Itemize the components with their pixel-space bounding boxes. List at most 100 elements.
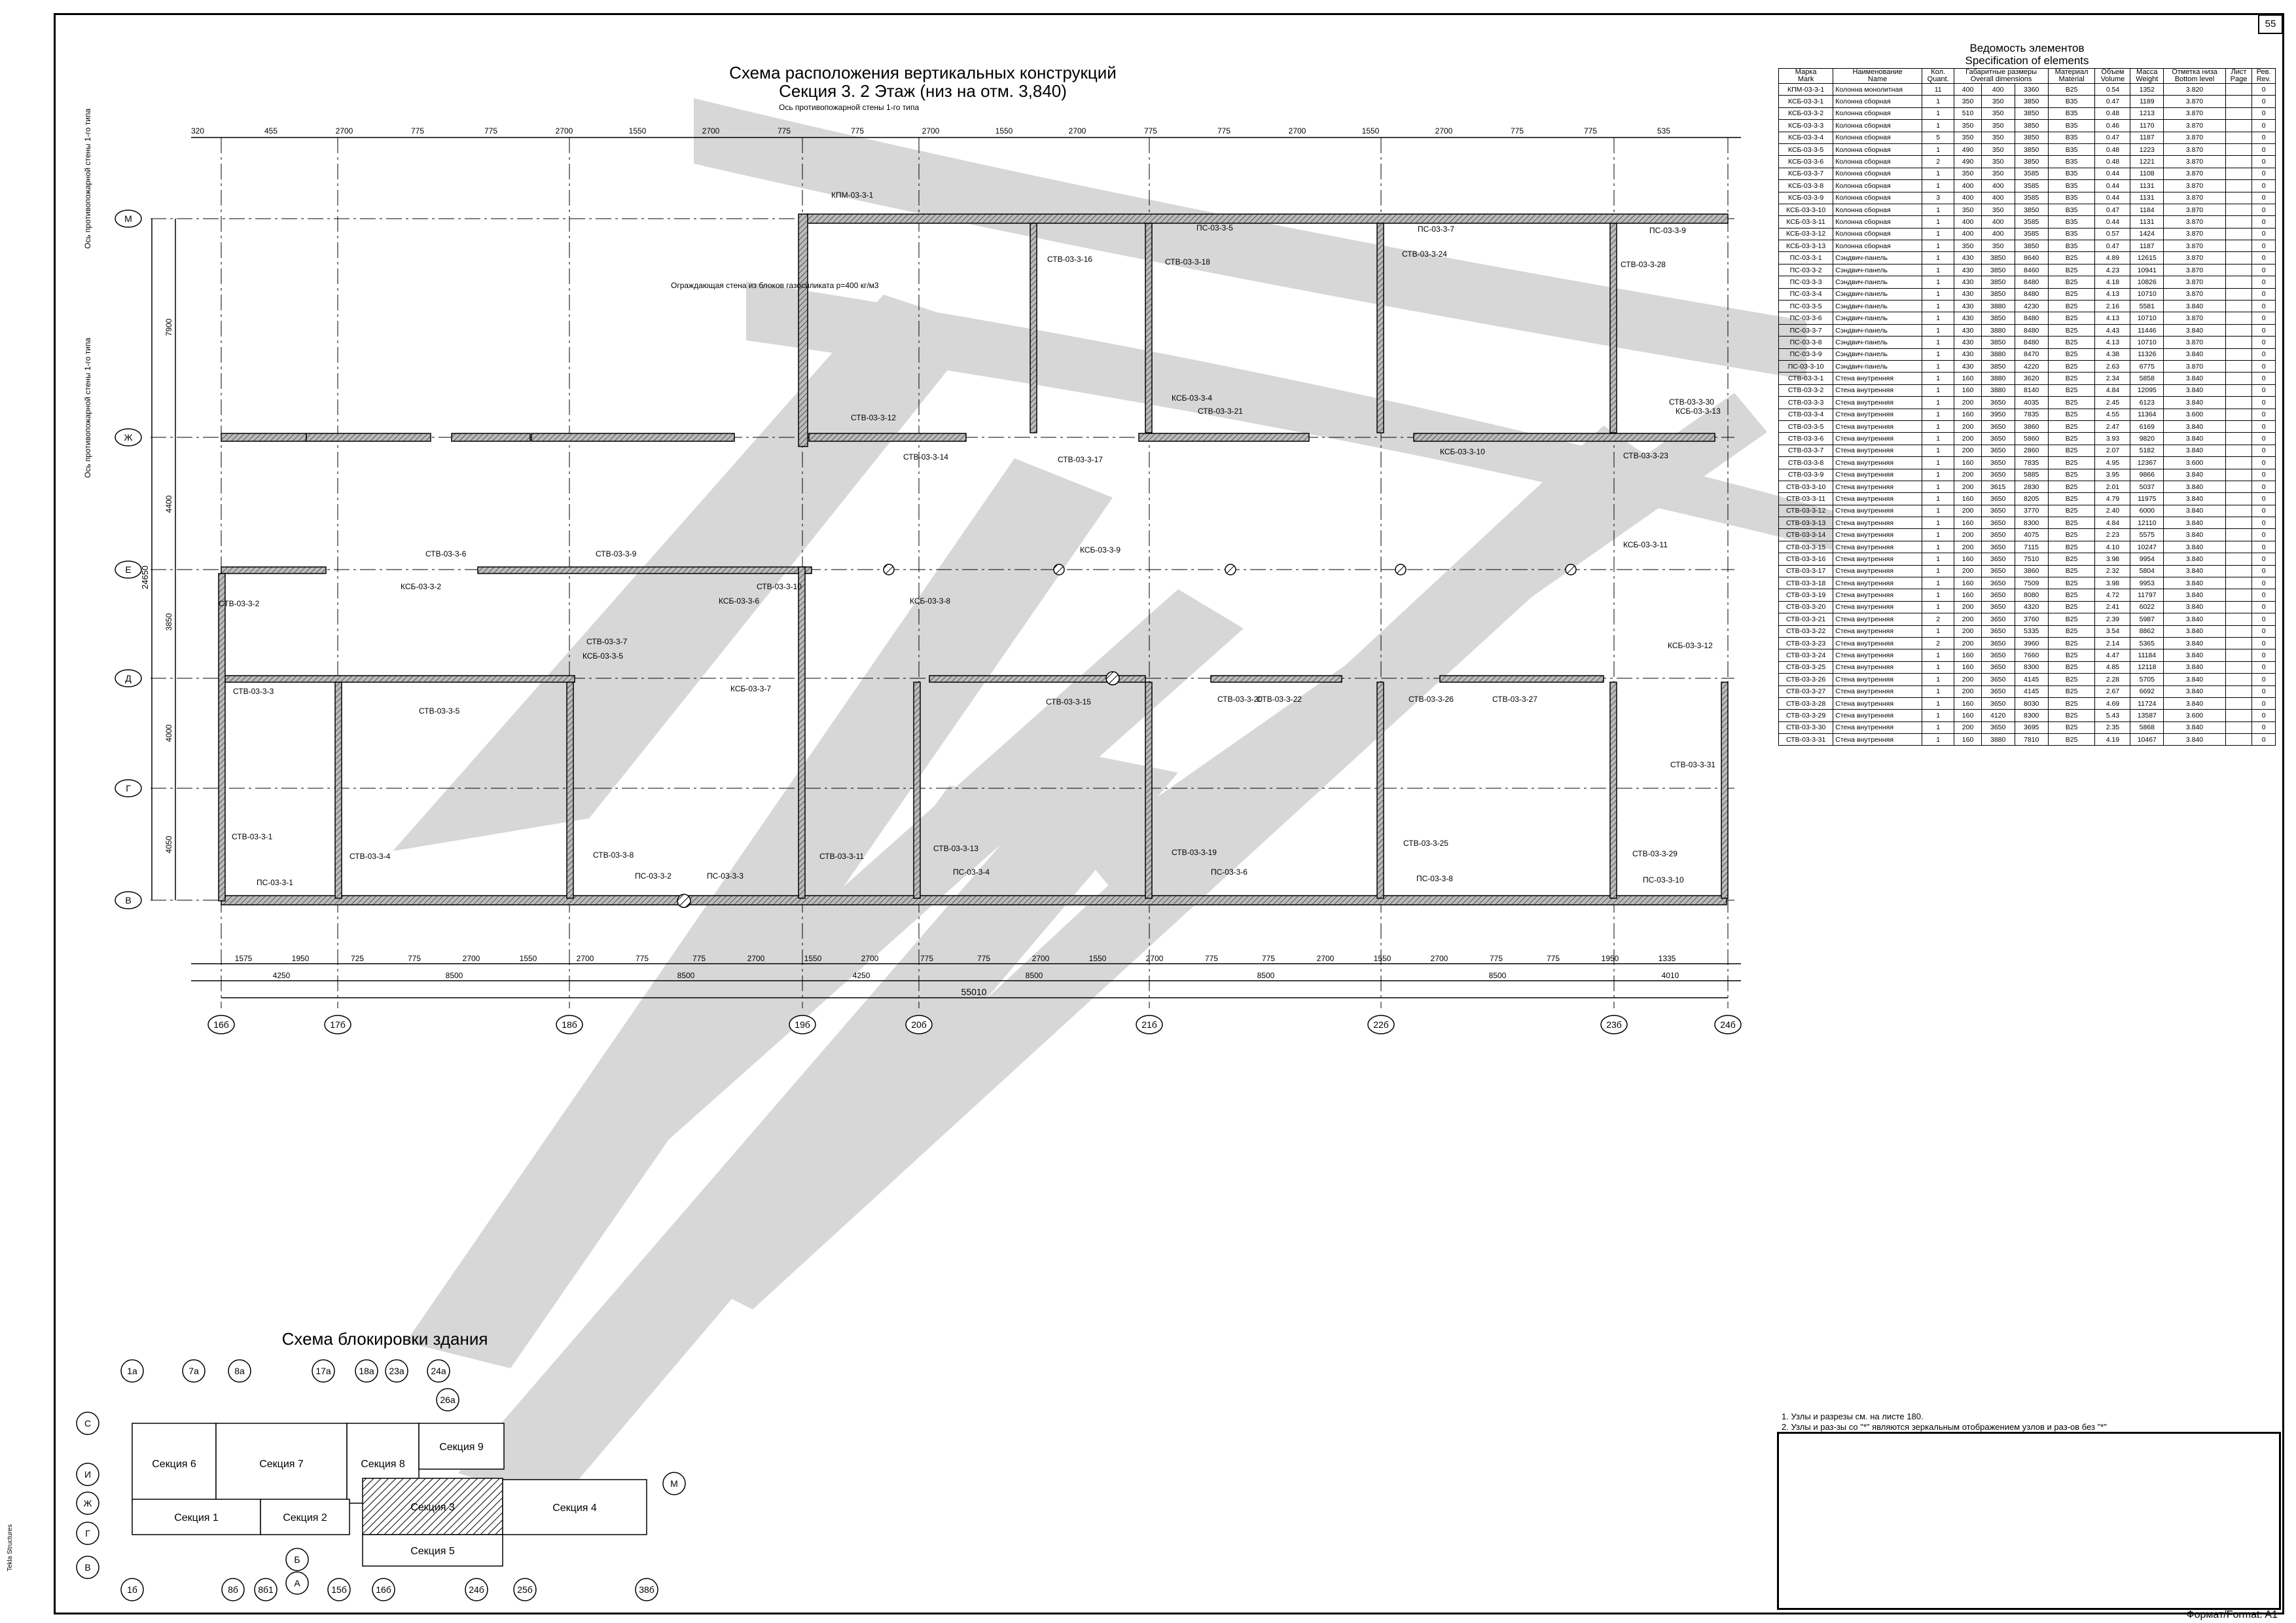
spec-cell: 0 — [2251, 131, 2276, 144]
spec-cell: 3620 — [2014, 372, 2049, 385]
spec-cell: 200 — [1954, 636, 1982, 650]
element-label: СТВ-03-3-10 — [757, 582, 802, 591]
spec-cell: 0 — [2251, 504, 2276, 518]
element-label: ПС-03-3-2 — [635, 871, 672, 881]
spec-cell — [2225, 504, 2253, 518]
row-axis-label: Е — [125, 564, 131, 575]
spec-cell: 10710 — [2130, 312, 2164, 325]
element-label: СТВ-03-3-15 — [1046, 697, 1091, 706]
row-axis-bubble — [115, 779, 142, 797]
spec-cell: 3.870 — [2163, 167, 2226, 181]
row-axis-bubble — [115, 891, 142, 909]
spec-cell: 11364 — [2130, 408, 2164, 421]
spec-cell: СТВ-03-3-2 — [1778, 384, 1834, 397]
bottom-dim: 2700 — [577, 954, 594, 963]
spec-cell — [2225, 82, 2253, 96]
col-axis-label: 19б — [795, 1019, 810, 1030]
spec-cell: Сэндвич-панель — [1833, 359, 1922, 373]
element-label: ПС-03-3-10 — [1643, 875, 1684, 884]
spec-cell: СТВ-03-3-25 — [1778, 661, 1834, 674]
spec-cell: 400 — [1981, 215, 2015, 228]
spec-cell: 3.600 — [2163, 709, 2226, 722]
spec-cell: 3650 — [1981, 649, 2015, 662]
spec-cell: 3.840 — [2163, 625, 2226, 638]
spec-cell: 0 — [2251, 82, 2276, 96]
spec-cell: 3.840 — [2163, 300, 2226, 313]
spec-cell: B35 — [2047, 131, 2096, 144]
key-section-block — [502, 1479, 647, 1535]
spec-cell: 430 — [1954, 359, 1982, 373]
element-label: КСБ-03-3-5 — [583, 651, 623, 661]
spec-cell: B25 — [2047, 432, 2096, 445]
spec-cell: СТВ-03-3-31 — [1778, 733, 1834, 746]
top-dim: 2700 — [1289, 126, 1306, 136]
spec-cell: 2.32 — [2094, 564, 2131, 578]
spec-cell: 4.47 — [2094, 649, 2131, 662]
spec-cell: 7835 — [2014, 456, 2049, 469]
col-axis-bubble — [207, 1015, 235, 1034]
spec-cell — [2225, 636, 2253, 650]
spec-cell: 1 — [1921, 372, 1955, 385]
top-dim: 2700 — [922, 126, 940, 136]
spec-cell: 6775 — [2130, 359, 2164, 373]
bottom-dim: 775 — [636, 954, 649, 963]
spec-cell: Стена внутренняя — [1833, 577, 1922, 590]
spec-cell: 3650 — [1981, 613, 2015, 626]
element-label: ПС-03-3-7 — [1418, 225, 1454, 234]
spec-cell: B25 — [2047, 251, 2096, 264]
spec-cell: 400 — [1981, 179, 2015, 192]
element-label: СТВ-03-3-16 — [1047, 255, 1092, 264]
key-section-block — [215, 1423, 348, 1504]
spec-cell: 1 — [1921, 323, 1955, 337]
key-plan-title: Схема блокировки здания — [282, 1329, 488, 1349]
spec-cell: ПС-03-3-3 — [1778, 276, 1834, 289]
spec-cell: 3.95 — [2094, 468, 2131, 481]
spec-cell — [2225, 517, 2253, 530]
spec-cell: 0 — [2251, 420, 2276, 433]
spec-cell: Стена внутренняя — [1833, 528, 1922, 541]
spec-cell: 0 — [2251, 517, 2276, 530]
spec-cell: 7509 — [2014, 577, 2049, 590]
bottom-dim: 1950 — [292, 954, 310, 963]
left-dim: 7900 — [164, 318, 173, 336]
spec-cell: 4075 — [2014, 528, 2049, 541]
spec-cell: 1 — [1921, 348, 1955, 361]
spec-cell: 3.840 — [2163, 564, 2226, 578]
key-section-label: Секция 6 — [152, 1459, 196, 1470]
spec-cell: 11797 — [2130, 589, 2164, 602]
spec-cell: 3650 — [1981, 685, 2015, 698]
spec-cell: B35 — [2047, 167, 2096, 181]
spec-cell: 3950 — [1981, 408, 2015, 421]
spec-cell: СТВ-03-3-29 — [1778, 709, 1834, 722]
spec-cell — [2225, 661, 2253, 674]
spec-cell: Стена внутренняя — [1833, 721, 1922, 735]
spec-cell: 5858 — [2130, 372, 2164, 385]
spec-cell: 13587 — [2130, 709, 2164, 722]
spec-cell — [2225, 577, 2253, 590]
spec-cell: 0 — [2251, 733, 2276, 746]
left-dim: 4000 — [164, 724, 173, 742]
spec-cell: Стена внутренняя — [1833, 589, 1922, 602]
spec-cell: 3.870 — [2163, 336, 2226, 349]
key-section-label: Секция 8 — [361, 1459, 405, 1470]
spec-cell — [2225, 312, 2253, 325]
spec-cell: 430 — [1954, 276, 1982, 289]
plan-subtitle: Секция 3. 2 Этаж (низ на отм. 3,840) — [779, 81, 1067, 101]
col-axis-bubble — [1136, 1015, 1163, 1034]
bottom-dim-group: 4250 — [273, 971, 291, 980]
spec-cell: СТВ-03-3-27 — [1778, 685, 1834, 698]
spec-cell: 2830 — [2014, 480, 2049, 494]
spec-cell: 1 — [1921, 95, 1955, 108]
spec-cell: B25 — [2047, 276, 2096, 289]
key-section-label: Секция 9 — [439, 1442, 484, 1453]
